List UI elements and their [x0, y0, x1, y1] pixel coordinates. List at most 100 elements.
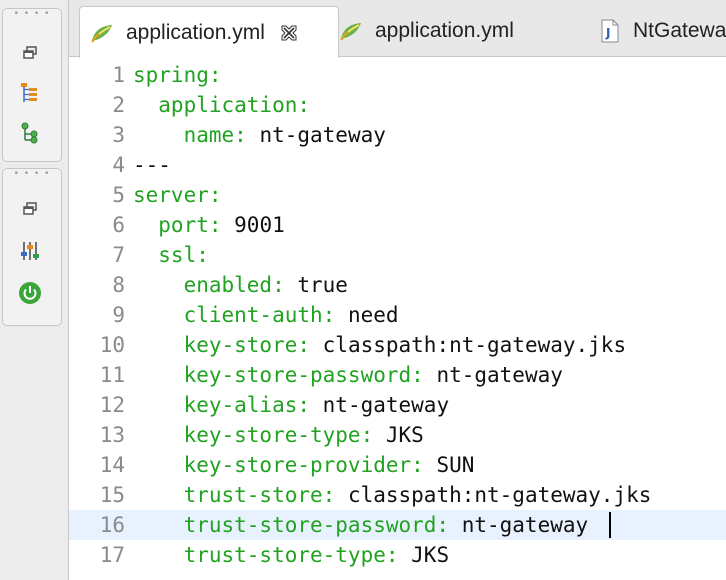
line-number: 4 [112, 153, 125, 177]
code-line[interactable]: 13 key-store-type: JKS [69, 420, 726, 450]
line-number: 10 [99, 333, 125, 357]
line-text: application: [133, 90, 310, 120]
spring-yaml-icon [339, 18, 365, 44]
code-line[interactable]: 4 --- [69, 150, 726, 180]
line-text: key-store: classpath:nt-gateway.jks [133, 330, 627, 360]
line-number: 14 [99, 453, 125, 477]
drag-handle[interactable]: • • • • [13, 169, 51, 179]
yaml-key: trust-store-password: [133, 513, 450, 537]
line-number: 7 [112, 243, 125, 267]
toolbar-group-1: • • • • [2, 8, 62, 162]
code-line[interactable]: 9 client-auth: need [69, 300, 726, 330]
line-number: 17 [99, 543, 125, 567]
toolbar-group-2: • • • • [2, 168, 62, 326]
editor-tab-bar: application.yml application.yml J NtGate… [69, 0, 726, 58]
tab-ntgateway-java[interactable]: J NtGatewa [597, 6, 726, 56]
spring-boot-power-icon[interactable] [18, 281, 42, 305]
line-text: name: nt-gateway [133, 120, 386, 150]
tab-application-yml-1[interactable]: application.yml [79, 6, 339, 58]
yaml-key: key-store-provider: [133, 453, 424, 477]
tree-icon[interactable] [18, 121, 42, 145]
yaml-key: key-store-password: [133, 363, 424, 387]
yaml-key: name: [133, 123, 247, 147]
line-text: port: 9001 [133, 210, 285, 240]
yaml-value: --- [133, 153, 171, 177]
line-text: spring: [133, 60, 222, 90]
properties-sliders-icon[interactable] [18, 239, 42, 263]
line-text: key-store-password: nt-gateway [133, 360, 563, 390]
yaml-key: server: [133, 183, 222, 207]
tab-label: application.yml [126, 20, 265, 44]
code-line[interactable]: 5 server: [69, 180, 726, 210]
code-line[interactable]: 6 port: 9001 [69, 210, 726, 240]
line-text: key-alias: nt-gateway [133, 390, 450, 420]
java-file-icon: J [597, 18, 623, 44]
code-line[interactable]: 10 key-store: classpath:nt-gateway.jks [69, 330, 726, 360]
line-text: key-store-provider: SUN [133, 450, 475, 480]
line-number: 12 [99, 393, 125, 417]
yaml-key: client-auth: [133, 303, 336, 327]
code-line[interactable]: 11 key-store-password: nt-gateway [69, 360, 726, 390]
line-text: trust-store-type: JKS [133, 540, 450, 570]
yaml-value: nt-gateway [310, 393, 450, 417]
spring-yaml-icon [90, 20, 116, 46]
yaml-key: key-store-type: [133, 423, 374, 447]
code-line[interactable]: 1 spring: [69, 60, 726, 90]
code-line[interactable]: 2 application: [69, 90, 726, 120]
line-number: 15 [99, 483, 125, 507]
code-line[interactable]: 17 trust-store-type: JKS [69, 540, 726, 570]
restore-icon[interactable] [18, 41, 42, 65]
line-number: 13 [99, 423, 125, 447]
line-number: 1 [112, 63, 125, 87]
yaml-key: ssl: [133, 243, 209, 267]
code-line[interactable]: 3 name: nt-gateway [69, 120, 726, 150]
tab-label: application.yml [375, 19, 514, 42]
yaml-value: nt-gateway [423, 363, 563, 387]
code-line[interactable]: 16 trust-store-password: nt-gateway [69, 510, 726, 540]
line-text: enabled: true [133, 270, 348, 300]
editor-area: application.yml application.yml J NtGate… [68, 0, 726, 580]
yaml-value: classpath:nt-gateway.jks [335, 483, 652, 507]
yaml-value: nt-gateway [246, 123, 386, 147]
line-text: client-auth: need [133, 300, 399, 330]
line-number: 6 [112, 213, 125, 237]
yaml-key: spring: [133, 63, 222, 87]
line-number: 3 [112, 123, 125, 147]
yaml-key: trust-store-type: [133, 543, 399, 567]
code-line[interactable]: 12 key-alias: nt-gateway [69, 390, 726, 420]
line-number: 11 [99, 363, 125, 387]
tab-application-yml-2[interactable]: application.yml [337, 6, 577, 56]
line-number: 8 [112, 273, 125, 297]
line-text: trust-store: classpath:nt-gateway.jks [133, 480, 652, 510]
code-line[interactable]: 7 ssl: [69, 240, 726, 270]
yaml-value: JKS [398, 543, 450, 567]
line-text: trust-store-password: nt-gateway [133, 510, 589, 540]
line-number: 5 [112, 183, 125, 207]
yaml-value: SUN [423, 453, 475, 477]
code-line[interactable]: 15 trust-store: classpath:nt-gateway.jks [69, 480, 726, 510]
yaml-value: nt-gateway [449, 513, 589, 537]
close-icon[interactable] [279, 23, 299, 43]
drag-handle[interactable]: • • • • [13, 9, 51, 19]
restore-icon[interactable] [18, 197, 42, 221]
yaml-key: trust-store: [133, 483, 336, 507]
side-toolbar: • • • • • • • • [0, 0, 68, 580]
tab-label: NtGatewa [633, 19, 726, 42]
yaml-key: port: [133, 213, 222, 237]
yaml-value: classpath:nt-gateway.jks [310, 333, 627, 357]
line-text: --- [133, 150, 171, 180]
line-text: server: [133, 180, 222, 210]
hierarchy-icon[interactable] [18, 81, 42, 105]
yaml-value: 9001 [221, 213, 285, 237]
code-line[interactable]: 14 key-store-provider: SUN [69, 450, 726, 480]
code-line[interactable]: 8 enabled: true [69, 270, 726, 300]
yaml-value: need [335, 303, 399, 327]
svg-text:J: J [605, 26, 610, 40]
yaml-key: key-alias: [133, 393, 311, 417]
line-text: key-store-type: JKS [133, 420, 424, 450]
yaml-key: key-store: [133, 333, 311, 357]
line-number: 9 [112, 303, 125, 327]
yaml-key: enabled: [133, 273, 285, 297]
line-text: ssl: [133, 240, 209, 270]
